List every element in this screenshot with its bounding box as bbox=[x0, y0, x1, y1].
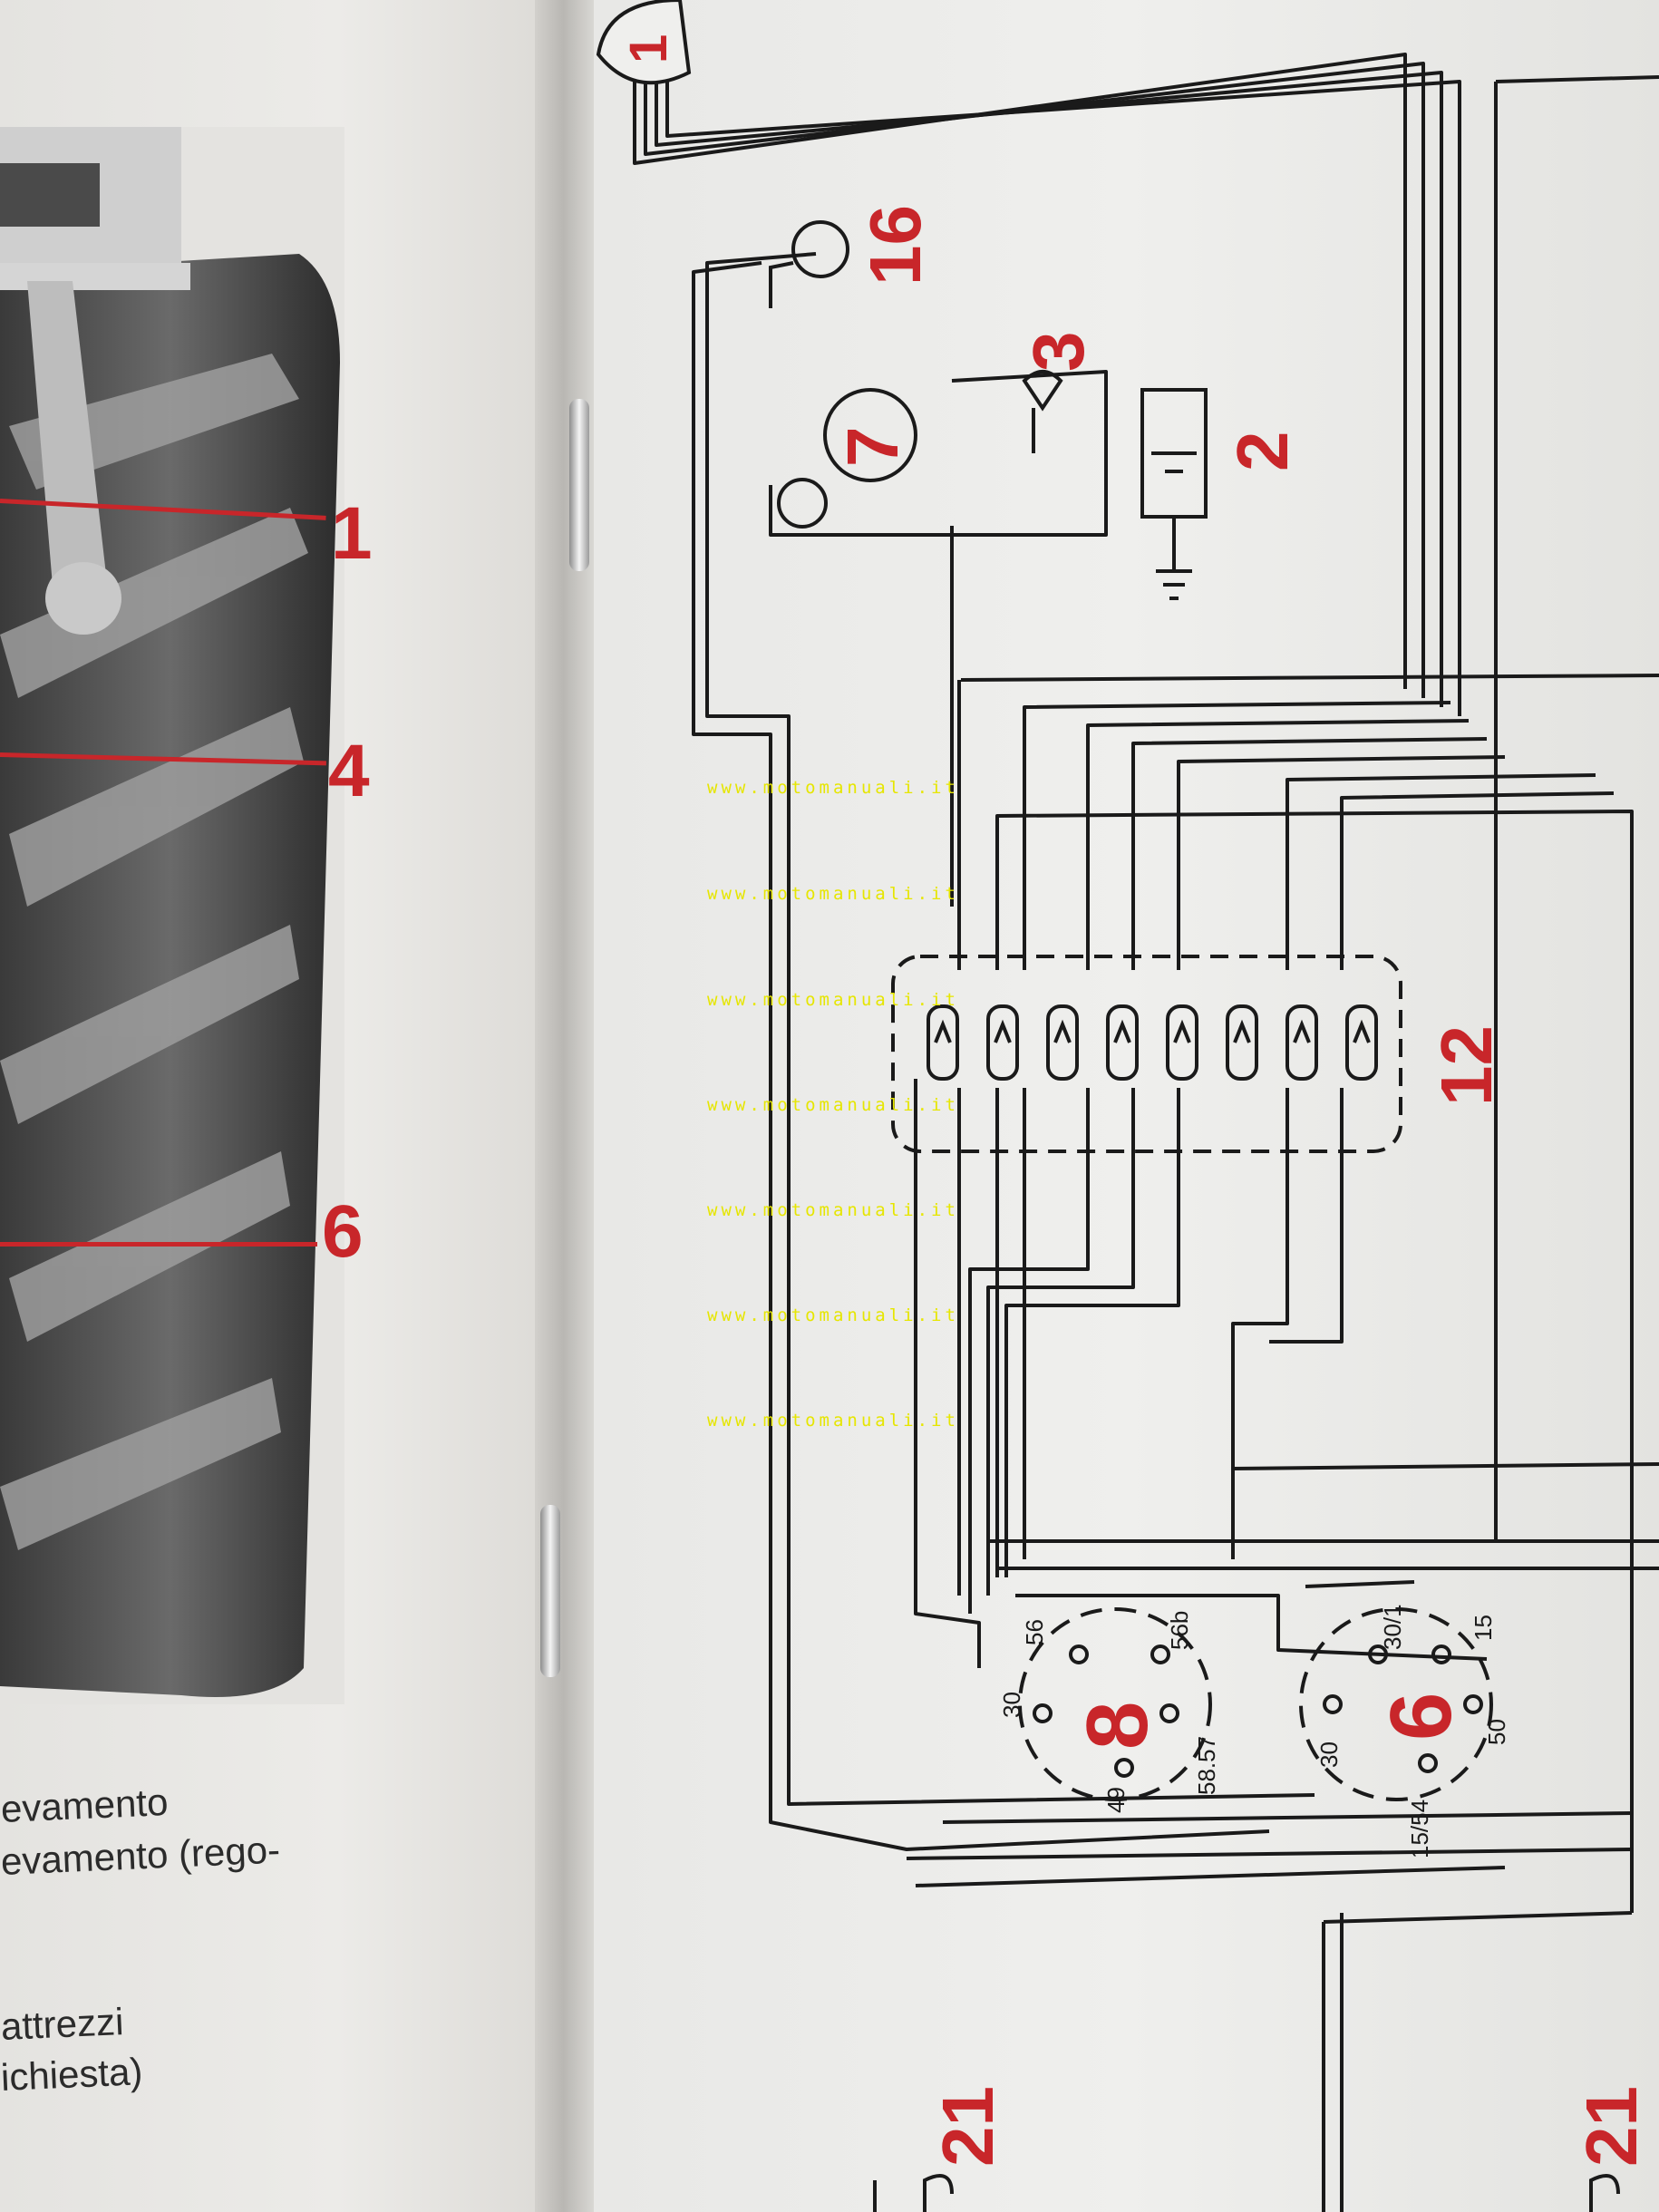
staple-top bbox=[569, 399, 589, 571]
watermark-3: www.motomanuali.it bbox=[707, 990, 959, 1010]
watermark-2: www.motomanuali.it bbox=[707, 884, 959, 904]
battery-2-symbol bbox=[1140, 388, 1208, 600]
label-lamp-1: 1 bbox=[619, 34, 678, 63]
fuse bbox=[1166, 1004, 1198, 1081]
book-gutter bbox=[535, 0, 598, 2212]
fuse-element bbox=[1233, 1019, 1251, 1043]
watermark-5: www.motomanuali.it bbox=[707, 1200, 959, 1220]
fuse bbox=[1106, 1004, 1139, 1081]
terminal-8-58-57: 58.57 bbox=[1193, 1736, 1220, 1795]
staple-bottom bbox=[540, 1505, 560, 1677]
label-horn-3: 3 bbox=[1018, 332, 1099, 373]
fuse bbox=[1345, 1004, 1378, 1081]
label-light-21-left: 21 bbox=[927, 2086, 1008, 2167]
terminal-8-56: 56 bbox=[1021, 1619, 1048, 1645]
label-battery-2: 2 bbox=[1222, 432, 1303, 472]
label-switch-6: 6 bbox=[1373, 1693, 1470, 1741]
fuse bbox=[927, 1004, 959, 1081]
light-21-left-symbol bbox=[873, 2174, 954, 2212]
callout-4: 4 bbox=[328, 730, 370, 812]
callout-1: 1 bbox=[331, 492, 373, 575]
switch-6-symbol bbox=[1299, 1607, 1493, 1801]
fuse-element bbox=[934, 1019, 952, 1043]
label-gauge-7: 7 bbox=[832, 427, 913, 468]
left-page: 1 4 6 evamento evamento (rego- attrezzi … bbox=[0, 0, 562, 2212]
fuse-element bbox=[1293, 1019, 1311, 1043]
fuse-element bbox=[1053, 1019, 1072, 1043]
label-lamp-16: 16 bbox=[855, 205, 936, 286]
terminal-6-30: 30 bbox=[1315, 1741, 1343, 1768]
fuse-element bbox=[1173, 1019, 1191, 1043]
callout-6: 6 bbox=[322, 1190, 364, 1273]
watermark-6: www.motomanuali.it bbox=[707, 1305, 959, 1325]
tractor-tire-photo bbox=[0, 127, 344, 1704]
label-light-21-right: 21 bbox=[1571, 2086, 1652, 2167]
lamp-16-symbol bbox=[769, 220, 849, 308]
fuse bbox=[1046, 1004, 1079, 1081]
fuse-element bbox=[1353, 1019, 1371, 1043]
terminal-6-50: 50 bbox=[1483, 1719, 1510, 1745]
horn-3-symbol bbox=[1022, 370, 1063, 453]
light-21-right-symbol bbox=[1589, 2174, 1620, 2212]
label-switch-8: 8 bbox=[1069, 1702, 1166, 1750]
fuse-element bbox=[994, 1019, 1012, 1043]
fuse bbox=[1226, 1004, 1258, 1081]
fuse bbox=[1285, 1004, 1318, 1081]
watermark-4: www.motomanuali.it bbox=[707, 1095, 959, 1115]
switch-8-symbol bbox=[1018, 1607, 1212, 1801]
terminal-6-30-1: 30/1 bbox=[1379, 1604, 1406, 1650]
terminal-8-49: 49 bbox=[1102, 1787, 1130, 1813]
terminal-8-56b: 56b bbox=[1166, 1611, 1193, 1650]
terminal-6-15: 15 bbox=[1470, 1615, 1497, 1641]
terminal-8-30: 30 bbox=[998, 1692, 1025, 1718]
lamp-1-symbol bbox=[596, 0, 692, 85]
terminal-6-15-54: 15/54 bbox=[1406, 1800, 1433, 1858]
watermark-7: www.motomanuali.it bbox=[707, 1411, 959, 1431]
fuse-box bbox=[891, 955, 1402, 1153]
wiring-lines bbox=[633, 18, 1659, 2212]
watermark-1: www.motomanuali.it bbox=[707, 778, 959, 798]
gauge-7-symbol bbox=[777, 388, 917, 529]
leader-line-6 bbox=[0, 1242, 317, 1247]
label-fuse-box-12: 12 bbox=[1426, 1025, 1507, 1106]
fuse bbox=[986, 1004, 1019, 1081]
fuse-element bbox=[1113, 1019, 1131, 1043]
